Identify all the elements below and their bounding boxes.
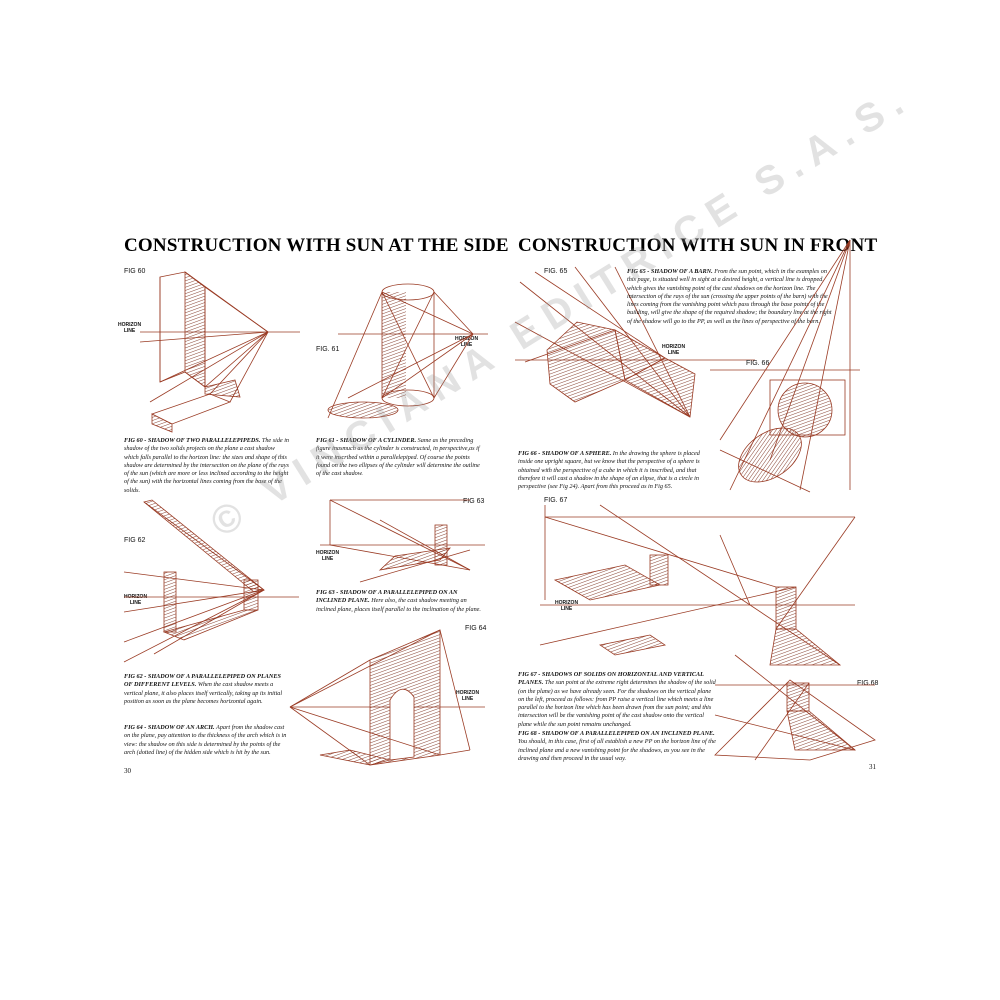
fig67-horizon-label: HORIZON LINE	[555, 600, 578, 612]
fig66-drawing	[710, 239, 860, 493]
fig66-caption-title: FIG 66 - SHADOW OF A SPHERE.	[518, 450, 612, 457]
fig63-caption-body: Here also, the cast shadow meeting an in…	[316, 597, 481, 613]
fig62-caption: FIG 62 - SHADOW OF A PARALLELEPIPED ON P…	[124, 673, 290, 706]
fig67-caption-title: FIG 67 - SHADOWS OF SOLIDS ON HORIZONTAL…	[518, 671, 704, 687]
fig62-caption-body: When the cast shadow meets a vertical pl…	[124, 681, 283, 705]
fig60-caption: FIG 60 - SHADOW OF TWO PARALLELEPIPEDS. …	[124, 437, 290, 495]
fig67-drawing	[539, 504, 856, 666]
fig64-caption-body: Apart from the shadow cast on the plane,…	[124, 724, 287, 756]
fig61-caption: FIG 61 - SHADOW OF A CYLINDER. Same as t…	[316, 437, 484, 478]
horizon-word: HORIZON	[316, 550, 340, 556]
fig66-caption-body: In the drawing the sphere is placed insi…	[518, 450, 700, 491]
fig60-caption-body: The side in shadow of the two solids pro…	[124, 437, 290, 494]
fig65-label: FIG. 65	[544, 268, 568, 275]
horizon-word: HORIZON	[555, 600, 579, 606]
fig63-drawing	[320, 499, 485, 583]
fig68-caption-title: FIG 68 - SHADOW OF A PARALLELEPIPED ON A…	[518, 730, 715, 737]
fig66-label: FIG. 66	[746, 360, 770, 367]
fig63-horizon-label: HORIZON LINE	[316, 550, 339, 562]
fig61-caption-body: Same as the preceding figure inasmuch as…	[316, 437, 480, 478]
fig62-label: FIG 62	[124, 537, 146, 544]
line-word: LINE	[560, 606, 573, 612]
fig68-label: FIG.68	[857, 680, 879, 687]
fig67-caption: FIG 67 - SHADOWS OF SOLIDS ON HORIZONTAL…	[518, 671, 716, 729]
fig63-caption: FIG 63 - SHADOW OF A PARALLELEPIPED ON A…	[316, 589, 484, 614]
right-page: CONSTRUCTION WITH SUN IN FRONT FIG. 65 H…	[500, 0, 1000, 1000]
fig62-drawing	[123, 499, 299, 663]
fig64-horizon-label: HORIZON LINE	[456, 690, 479, 702]
fig68-caption: FIG 68 - SHADOW OF A PARALLELEPIPED ON A…	[518, 730, 716, 763]
fig64-label: FIG 64	[465, 625, 487, 632]
fig64-caption-title: FIG 64 - SHADOW OF AN ARCH.	[124, 724, 215, 731]
fig67-label: FIG. 67	[544, 497, 568, 504]
fig68-drawing	[714, 654, 876, 761]
fig62-caption-title: FIG 62 - SHADOW OF A PARALLELEPIPED ON P…	[124, 673, 281, 689]
left-page-heading: CONSTRUCTION WITH SUN AT THE SIDE	[124, 235, 509, 256]
fig65-caption-body: From the sun point, which in the example…	[627, 268, 832, 325]
fig65-caption-title: FIG 65 - SHADOW OF A BARN.	[627, 268, 713, 275]
horizon-word: HORIZON	[118, 322, 142, 328]
fig63-label: FIG 63	[463, 498, 485, 505]
line-word: LINE	[667, 350, 680, 356]
fig68-caption-body: You should, in this case, first of all e…	[518, 738, 716, 762]
fig64-drawing	[289, 629, 485, 766]
fig67-caption-body: The sun point at the extreme right deter…	[518, 679, 716, 728]
fig60-drawing	[139, 271, 300, 433]
fig60-horizon-label: HORIZON LINE	[118, 322, 141, 334]
fig61-label: FIG. 61	[316, 346, 340, 353]
line-word: LINE	[129, 600, 142, 606]
fig66-caption: FIG 66 - SHADOW OF A SPHERE. In the draw…	[518, 450, 716, 491]
line-word: LINE	[321, 556, 334, 562]
line-word: LINE	[461, 696, 474, 702]
fig61-drawing	[327, 283, 488, 419]
fig61-caption-title: FIG 61 - SHADOW OF A CYLINDER.	[316, 437, 417, 444]
fig65-caption: FIG 65 - SHADOW OF A BARN. From the sun …	[627, 268, 835, 326]
page-number-right: 31	[869, 763, 876, 771]
left-page: CONSTRUCTION WITH SUN AT THE SIDE FIG 60…	[118, 235, 509, 775]
right-page-heading: CONSTRUCTION WITH SUN IN FRONT	[518, 235, 878, 256]
fig63-caption-title: FIG 63 - SHADOW OF A PARALLELEPIPED ON A…	[316, 589, 458, 605]
fig65-horizon-label: HORIZON LINE	[662, 344, 685, 356]
fig65-drawing	[514, 266, 755, 418]
fig60-label: FIG 60	[124, 268, 146, 275]
horizon-word: HORIZON	[456, 690, 480, 696]
fig60-caption-title: FIG 60 - SHADOW OF TWO PARALLELEPIPEDS.	[124, 437, 261, 444]
line-word: LINE	[123, 328, 136, 334]
page-number-left: 30	[124, 767, 131, 775]
horizon-word: HORIZON	[662, 344, 686, 350]
fig64-caption: FIG 64 - SHADOW OF AN ARCH. Apart from t…	[124, 724, 290, 757]
